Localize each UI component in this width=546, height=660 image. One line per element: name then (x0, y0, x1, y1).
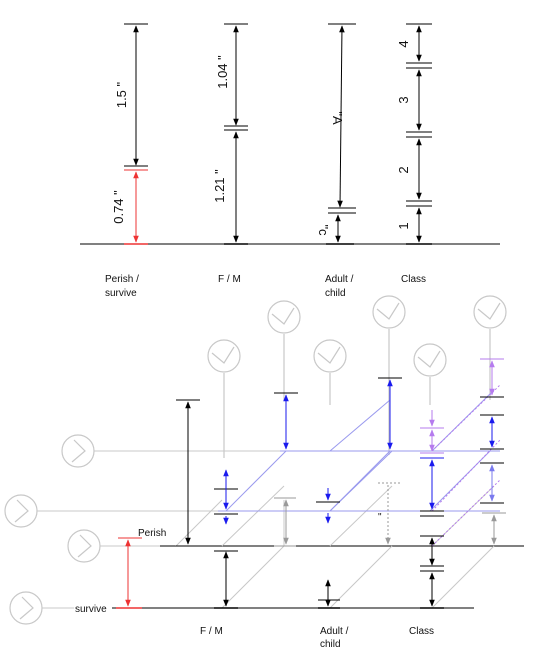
fm-upper-value: 1.04 " (215, 55, 230, 89)
gauge-icon (67, 529, 101, 563)
ac-lower-value: "c (316, 224, 331, 236)
bottom-adult-child-label-1: Adult / (320, 626, 349, 637)
gauge-icon (473, 295, 507, 400)
gauge-icon (4, 494, 38, 528)
bottom-adult-child-label-2: child (320, 639, 341, 650)
gauge-icon (372, 295, 406, 455)
class-column: 4 3 2 1 Class (396, 23, 432, 285)
class-label: Class (401, 274, 426, 285)
class-arrows-upper (420, 358, 504, 517)
perish-survive-label-2: survive (105, 288, 137, 299)
adult-child-label-2: child (325, 288, 346, 299)
class-4-value: 4 (396, 40, 411, 47)
class-2-value: 2 (396, 166, 411, 173)
class-1-value: 1 (396, 222, 411, 229)
top-panel: 1.5 " 0.74 " Perish / survive 1.04 " 1.2… (80, 23, 500, 299)
bottom-fm-label: F / M (200, 626, 223, 637)
adult-child-column: "A "c Adult / child (316, 23, 356, 299)
gauge-icon (61, 434, 95, 468)
bottom-class-label: Class (409, 626, 434, 637)
survive-label: survive (75, 604, 107, 615)
gauge-icon (267, 300, 301, 400)
class-3-value: 3 (396, 96, 411, 103)
ac-upper-value: "A (330, 111, 345, 125)
bottom-panel: " Perish survive F / M Adult / child Cla… (4, 295, 524, 650)
perish-survive-label-1: Perish / (105, 274, 139, 285)
fm-lower-value: 1.21 " (212, 169, 227, 203)
depth-lines-gray (175, 485, 495, 609)
gauge-icon (313, 339, 347, 405)
adult-child-label-1: Adult / (325, 274, 354, 285)
gauge-icons (4, 295, 507, 625)
perish-upper-value: 1.5 " (114, 81, 129, 108)
ac-upper-arrow (337, 25, 345, 208)
gauge-icon (413, 343, 447, 405)
perish-lower-value: 0.74 " (111, 190, 126, 224)
gauge-icon (207, 339, 241, 458)
plane-lines-blue (218, 389, 500, 512)
perish-label: Perish (138, 528, 166, 539)
fm-label: F / M (218, 274, 241, 285)
f-m-column: 1.04 " 1.21 " F / M (212, 23, 248, 285)
small-mark: " (378, 512, 382, 523)
gauge-icon (9, 591, 43, 625)
perish-survive-column: 1.5 " 0.74 " Perish / survive (105, 23, 148, 299)
plane-lines-violet (431, 384, 501, 547)
